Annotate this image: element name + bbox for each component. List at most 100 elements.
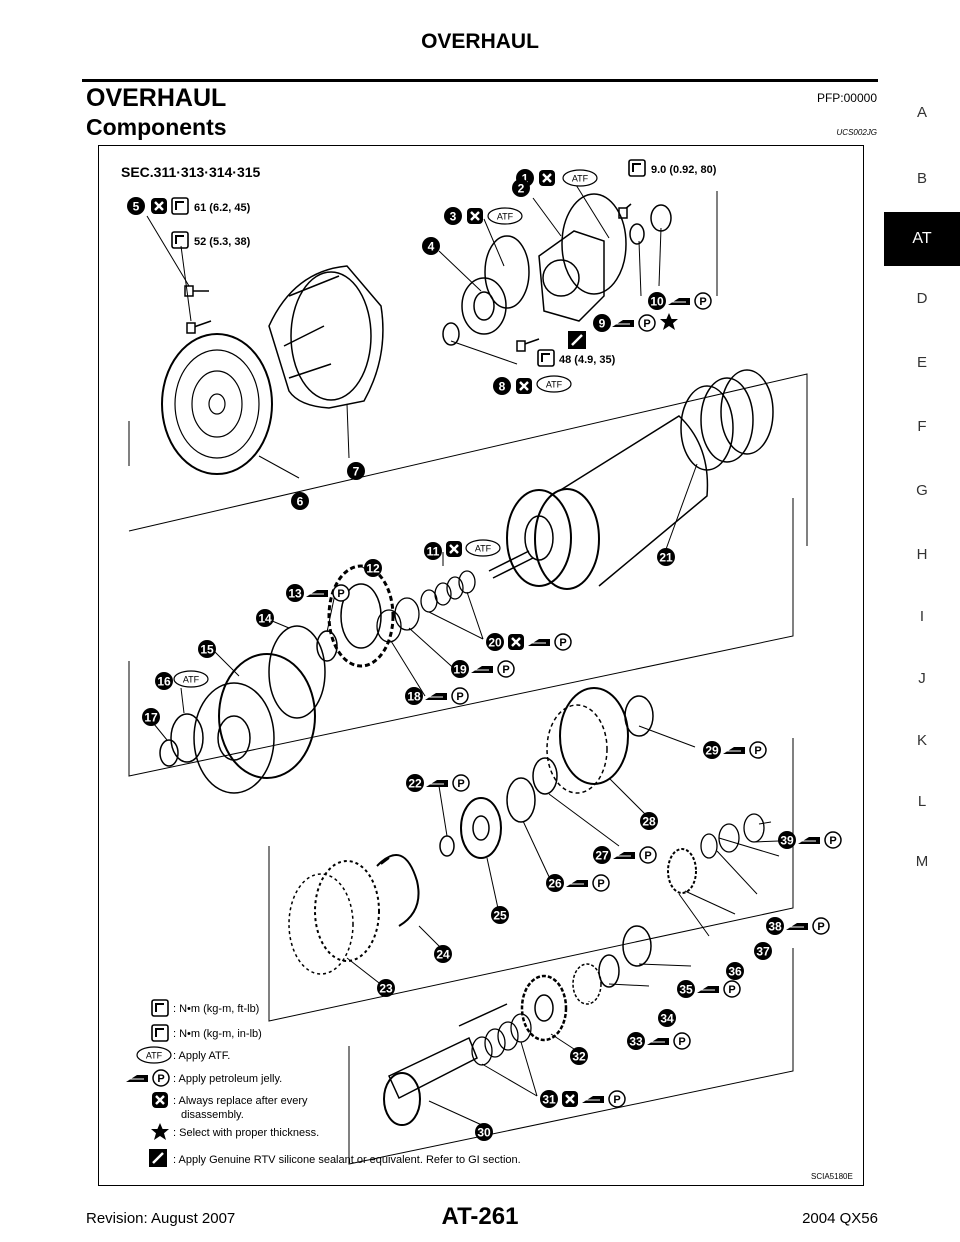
- torque-1-label: 9.0 (0.92, 80): [651, 164, 717, 176]
- petroleum-jelly-icon: [305, 589, 329, 598]
- atf-icon: ATF: [562, 169, 598, 187]
- replace-icon: [465, 206, 485, 226]
- sealant-icon: [566, 329, 588, 351]
- side-index-j[interactable]: J: [918, 670, 926, 687]
- jelly-p-icon: P: [673, 1032, 691, 1050]
- jelly-p-label: P: [456, 691, 463, 703]
- legend-rtv: : Apply Genuine RTV silicone sealant or …: [173, 1154, 521, 1166]
- side-index-e[interactable]: E: [916, 354, 927, 371]
- torque-ftlb-icon: [171, 197, 189, 215]
- callout-28: 28: [642, 815, 656, 829]
- jelly-p-label: P: [559, 637, 566, 649]
- callout-15: 15: [200, 643, 214, 657]
- side-index-l[interactable]: L: [917, 793, 927, 810]
- callout-39: 39: [780, 834, 794, 848]
- legend-nm-inlb: : N•m (kg-m, in-lb): [173, 1028, 262, 1040]
- jelly-p-label: P: [457, 778, 464, 790]
- legend-select: : Select with proper thickness.: [173, 1127, 319, 1139]
- callout-16: 16: [157, 675, 171, 689]
- footer-page-number: AT-261: [441, 1203, 519, 1230]
- jelly-p-icon: P: [639, 846, 657, 864]
- callout-22: 22: [408, 777, 422, 791]
- part-seal-rings-31: [471, 1013, 532, 1066]
- select-thickness-icon: [660, 313, 678, 330]
- petroleum-jelly-icon: [527, 638, 551, 647]
- side-index-d[interactable]: D: [916, 290, 928, 307]
- torque-ftlb-icon: [171, 231, 189, 249]
- part-torque-converter: [161, 333, 273, 475]
- replace-icon: [537, 168, 557, 188]
- legend-sealant-icon: [147, 1147, 169, 1169]
- callout-33: 33: [629, 1035, 643, 1049]
- replace-icon: [560, 1089, 580, 1109]
- jelly-p-label: P: [817, 921, 824, 933]
- part-clutch-drum-23: [288, 860, 380, 975]
- jelly-p-icon: P: [608, 1090, 626, 1108]
- section-code: PFP:00000: [816, 91, 877, 105]
- jelly-p-icon: P: [694, 292, 712, 310]
- petroleum-jelly-icon: [696, 985, 720, 994]
- subsection-code: UCS002JG: [836, 128, 877, 137]
- part-bearing-33-35: [572, 925, 652, 1005]
- torque-inlb-icon: [628, 159, 646, 177]
- atf-icon: ATF: [465, 539, 501, 557]
- atf-label: ATF: [183, 675, 200, 685]
- legend-torque-inlb-icon: [151, 1024, 169, 1042]
- atf-label: ATF: [572, 174, 589, 184]
- part-drum-15: [159, 653, 316, 794]
- jelly-p-label: P: [597, 878, 604, 890]
- legend-replace-2: disassembly.: [181, 1109, 244, 1121]
- petroleum-jelly-icon: [470, 665, 494, 674]
- callout-32: 32: [572, 1050, 586, 1064]
- replace-icon: [149, 196, 169, 216]
- jelly-p-icon: P: [638, 314, 656, 332]
- side-index-b[interactable]: B: [916, 170, 927, 187]
- side-index: A B AT D E F G H I J K L M: [884, 0, 960, 1242]
- jelly-p-label: P: [157, 1073, 164, 1085]
- part-clutch-pack-28: [506, 687, 654, 823]
- jelly-p-label: P: [643, 318, 650, 330]
- atf-icon: ATF: [173, 670, 209, 688]
- side-index-f[interactable]: F: [917, 418, 927, 435]
- callout-1: 1: [522, 172, 529, 186]
- callout-5: 5: [133, 200, 140, 214]
- legend-replace-icon: [150, 1090, 170, 1110]
- side-index-at[interactable]: AT: [884, 212, 960, 266]
- jelly-p-icon: P: [452, 774, 470, 792]
- side-index-g[interactable]: G: [916, 482, 928, 499]
- jelly-p-icon: P: [812, 917, 830, 935]
- jelly-p-label: P: [644, 850, 651, 862]
- side-index-h[interactable]: H: [916, 546, 928, 563]
- legend-nm-ftlb: : N•m (kg-m, ft-lb): [173, 1003, 259, 1015]
- legend-atf-icon: ATF: [136, 1046, 172, 1064]
- legend-star-icon: [151, 1123, 169, 1140]
- legend-apply-atf: : Apply ATF.: [173, 1050, 230, 1062]
- side-index-i[interactable]: I: [919, 608, 925, 625]
- part-hub-25: [439, 797, 502, 859]
- side-index-m[interactable]: M: [915, 853, 929, 870]
- jelly-p-icon: P: [332, 584, 350, 602]
- petroleum-jelly-icon: [611, 319, 635, 328]
- petroleum-jelly-icon: [612, 851, 636, 860]
- section-ref-label: SEC.311·313·314·315: [121, 164, 261, 180]
- petroleum-jelly-icon: [565, 879, 589, 888]
- subsection-title: Components: [86, 114, 227, 140]
- part-band-24: [376, 854, 420, 927]
- torque-ftlb-icon: [537, 349, 555, 367]
- jelly-p-icon: P: [749, 741, 767, 759]
- callout-34: 34: [660, 1012, 674, 1026]
- side-index-a[interactable]: A: [916, 104, 927, 121]
- atf-label: ATF: [146, 1051, 163, 1061]
- callout-8: 8: [499, 380, 506, 394]
- atf-icon: ATF: [536, 375, 572, 393]
- jelly-p-label: P: [699, 296, 706, 308]
- side-index-k[interactable]: K: [916, 732, 927, 749]
- callout-4: 4: [428, 240, 435, 254]
- petroleum-jelly-icon: [424, 692, 448, 701]
- jelly-p-label: P: [728, 984, 735, 996]
- jelly-p-icon: P: [592, 874, 610, 892]
- part-drum-21: [534, 369, 774, 590]
- jelly-p-label: P: [678, 1036, 685, 1048]
- legend-apply-jelly: : Apply petroleum jelly.: [173, 1073, 282, 1085]
- exploded-view-diagram: SEC.311·313·314·315 1 ATF 9.0 (0.92, 80)…: [98, 145, 864, 1186]
